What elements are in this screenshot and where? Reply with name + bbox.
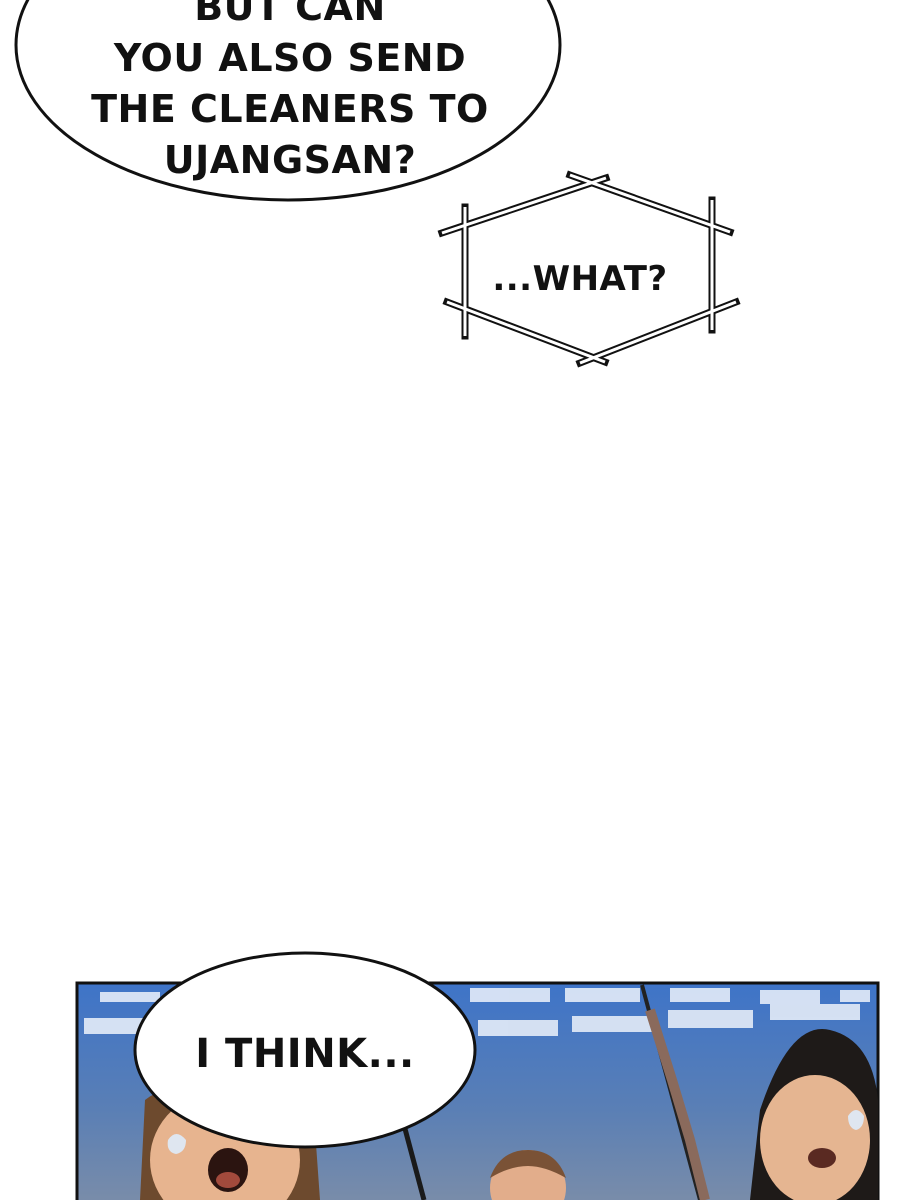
thought-frame-text: ...WHAT? [492, 259, 668, 299]
bubble-line: UJANGSAN? [163, 138, 417, 182]
comic-panel [75, 951, 880, 1200]
speech-bubble-panel [133, 951, 477, 1149]
speech-bubble-top [14, 0, 562, 202]
speech-bubble-top-text: BUT CAN YOU ALSO SEND THE CLEANERS TO UJ… [70, 0, 510, 186]
speech-bubble-panel-text: I THINK... [195, 1031, 415, 1077]
bubble-line: YOU ALSO SEND [113, 36, 467, 80]
bubble-line: BUT CAN [194, 0, 386, 29]
character-center [490, 1150, 566, 1200]
bubble-line: THE CLEANERS TO [91, 87, 489, 131]
rope-strands [401, 984, 710, 1200]
character-right [750, 1029, 878, 1200]
